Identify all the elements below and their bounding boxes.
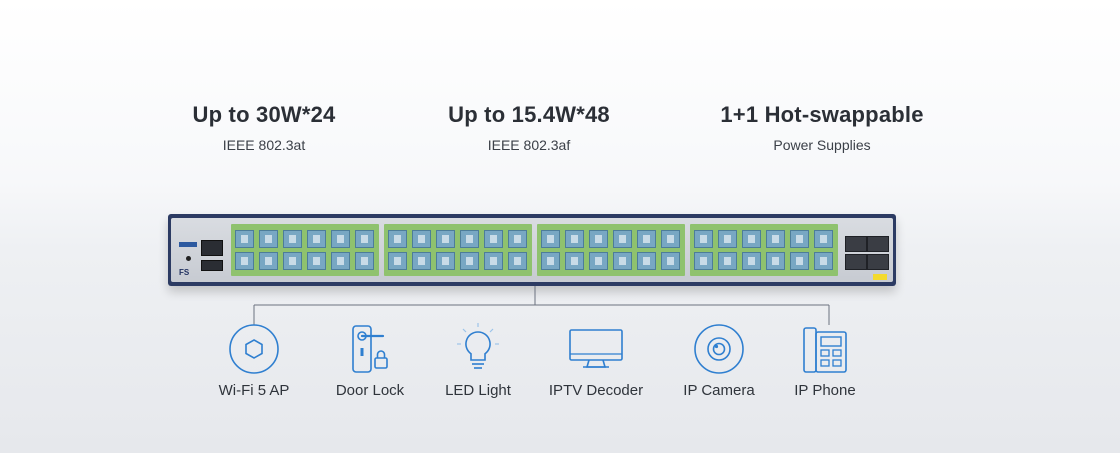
rj45-port [460,252,479,270]
feature-power-supplies: 1+1 Hot-swappable Power Supplies [672,100,972,154]
rj45-port [331,230,350,248]
feature-subtitle: IEEE 802.3at [222,137,306,153]
rj45-port [484,252,503,270]
rj45-port [235,230,254,248]
rj45-port [412,252,431,270]
rj45-port [541,252,560,270]
rj45-port [565,230,584,248]
device-ip-phone: IP Phone [765,320,885,400]
rj45-port [661,252,680,270]
rj45-port [742,230,761,248]
device-door-lock: Door Lock [310,320,430,400]
rj45-port [484,230,503,248]
port-block-3 [537,224,685,276]
poe-label-tag [873,274,887,280]
rj45-port [589,230,608,248]
rj45-port [331,252,350,270]
rj45-port [355,252,374,270]
rj45-port [388,252,407,270]
rj45-port [235,252,254,270]
rj45-port [814,252,833,270]
feature-poe: Up to 15.4W*48 IEEE 802.3af [379,100,679,154]
rj45-port [436,230,455,248]
rj45-port [637,252,656,270]
sfp-port [845,254,867,270]
device-ip-camera: IP Camera [659,320,779,400]
rj45-port [283,252,302,270]
port-block-2 [384,224,532,276]
camera-icon [694,324,744,374]
device-label: LED Light [445,382,511,399]
network-switch: FS [168,214,896,286]
feature-title: Up to 15.4W*48 [448,102,610,127]
rj45-port [718,230,737,248]
feature-subtitle: Power Supplies [773,137,871,153]
rj45-port [307,252,326,270]
mgmt-label-strip [179,242,197,247]
rj45-port [790,230,809,248]
rj45-port [508,252,527,270]
tv-monitor-icon [569,329,623,368]
device-label: IP Phone [794,382,856,399]
device-label: Door Lock [335,382,405,399]
rj45-port [637,230,656,248]
fs-logo: FS [179,268,190,277]
rj45-port [613,252,632,270]
rj45-port [589,252,608,270]
sfp-port [867,254,889,270]
rj45-port [613,230,632,248]
feature-title: 1+1 Hot-swappable [720,102,924,127]
console-port [201,240,223,256]
rj45-port [508,230,527,248]
rj45-port [412,230,431,248]
rj45-port [694,252,713,270]
rj45-port [742,252,761,270]
device-label: IPTV Decoder [548,382,644,399]
rj45-port [541,230,560,248]
rj45-port [766,230,785,248]
feature-poe-plus: Up to 30W*24 IEEE 802.3at [114,100,414,154]
rj45-port [388,230,407,248]
usb-port [201,260,223,271]
rj45-port [436,252,455,270]
rj45-port [661,230,680,248]
rj45-port [307,230,326,248]
rj45-port [460,230,479,248]
powered-devices: Wi-Fi 5 AP Door Lock LED Light [0,320,1120,410]
reset-button [186,256,191,261]
rj45-port [355,230,374,248]
sfp-port [867,236,889,252]
led-bulb-icon [457,323,499,369]
rj45-port [259,252,278,270]
port-block-1 [231,224,379,276]
phone-icon [803,327,847,373]
device-led-light: LED Light [418,320,538,400]
device-label: Wi-Fi 5 AP [218,382,290,399]
sfp-port [845,236,867,252]
rj45-port [259,230,278,248]
device-label: IP Camera [683,382,755,399]
wifi-access-point-icon [229,324,279,374]
feature-row: Up to 30W*24 IEEE 802.3at Up to 15.4W*48… [0,100,1120,160]
port-block-4 [690,224,838,276]
device-iptv-decoder: IPTV Decoder [536,320,656,400]
management-panel: FS [173,220,227,280]
rj45-port [814,230,833,248]
rj45-port [766,252,785,270]
rj45-port [565,252,584,270]
rj45-port [694,230,713,248]
rj45-port [718,252,737,270]
switch-front-panel: FS [171,218,893,282]
rj45-port [283,230,302,248]
door-lock-icon [352,325,388,373]
feature-subtitle: IEEE 802.3af [487,137,571,153]
device-wifi-ap: Wi-Fi 5 AP [194,320,314,400]
feature-title: Up to 30W*24 [192,102,336,127]
sfp-port-panel [843,224,889,276]
rj45-port [790,252,809,270]
